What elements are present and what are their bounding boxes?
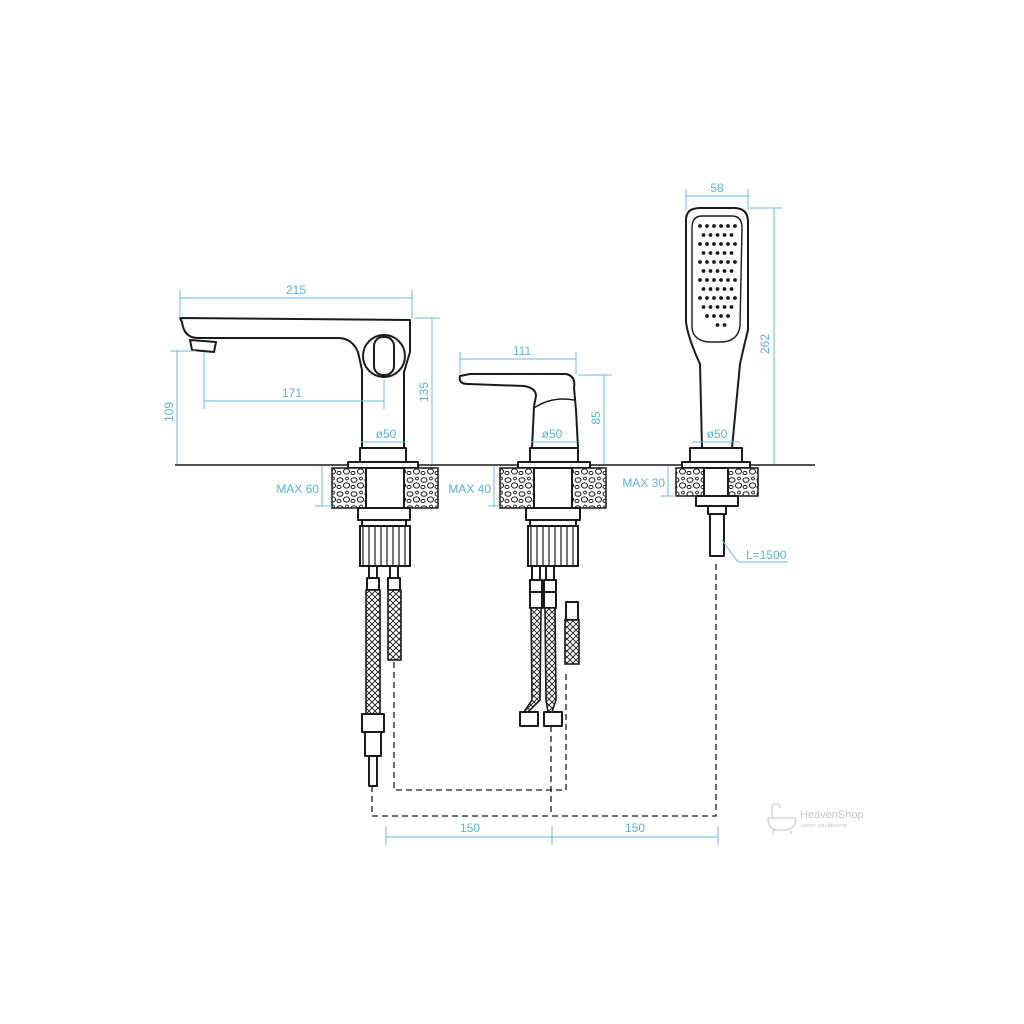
dim-spout-length: 215 — [286, 283, 306, 297]
shower-nozzle-dots — [698, 224, 737, 327]
dimension-lines — [170, 189, 788, 845]
spout-deck-section — [331, 467, 439, 567]
dim-spout-outlet-height: 109 — [162, 402, 176, 422]
spout-hoses — [361, 565, 402, 787]
mixer-deck-section — [499, 467, 607, 567]
brand-name: HeavenShop — [800, 809, 864, 821]
shower-deck-section — [675, 467, 759, 557]
dim-mixer-height: 85 — [589, 411, 603, 425]
mixer-hoses — [519, 565, 580, 727]
dim-deck-max-spout: MAX 60 — [276, 482, 319, 496]
mixer — [458, 373, 591, 469]
dim-shower-height: 262 — [758, 334, 772, 354]
dim-mixer-base-dia: ø50 — [542, 427, 563, 441]
dim-deck-max-mixer: MAX 40 — [448, 482, 491, 496]
dim-deck-max-shower: MAX 30 — [622, 476, 665, 490]
dim-spacing-left: 150 — [460, 821, 480, 835]
concealed-hose-routing — [371, 560, 717, 817]
dim-mixer-lever-length: 111 — [513, 344, 532, 358]
dim-spout-reach: 171 — [282, 386, 302, 400]
spout — [179, 317, 419, 469]
bathtub-icon — [767, 803, 797, 835]
dim-spout-height: 135 — [417, 382, 431, 402]
brand-watermark: HeavenShop luxury you deserve — [767, 803, 864, 835]
dim-shower-base-dia: ø50 — [707, 427, 728, 441]
dim-shower-width: 58 — [710, 181, 724, 195]
dim-hose-length: L=1500 — [746, 548, 787, 562]
brand-tagline: luxury you deserve — [801, 823, 847, 829]
dim-spacing-right: 150 — [625, 821, 645, 835]
dim-spout-base-dia: ø50 — [376, 427, 397, 441]
